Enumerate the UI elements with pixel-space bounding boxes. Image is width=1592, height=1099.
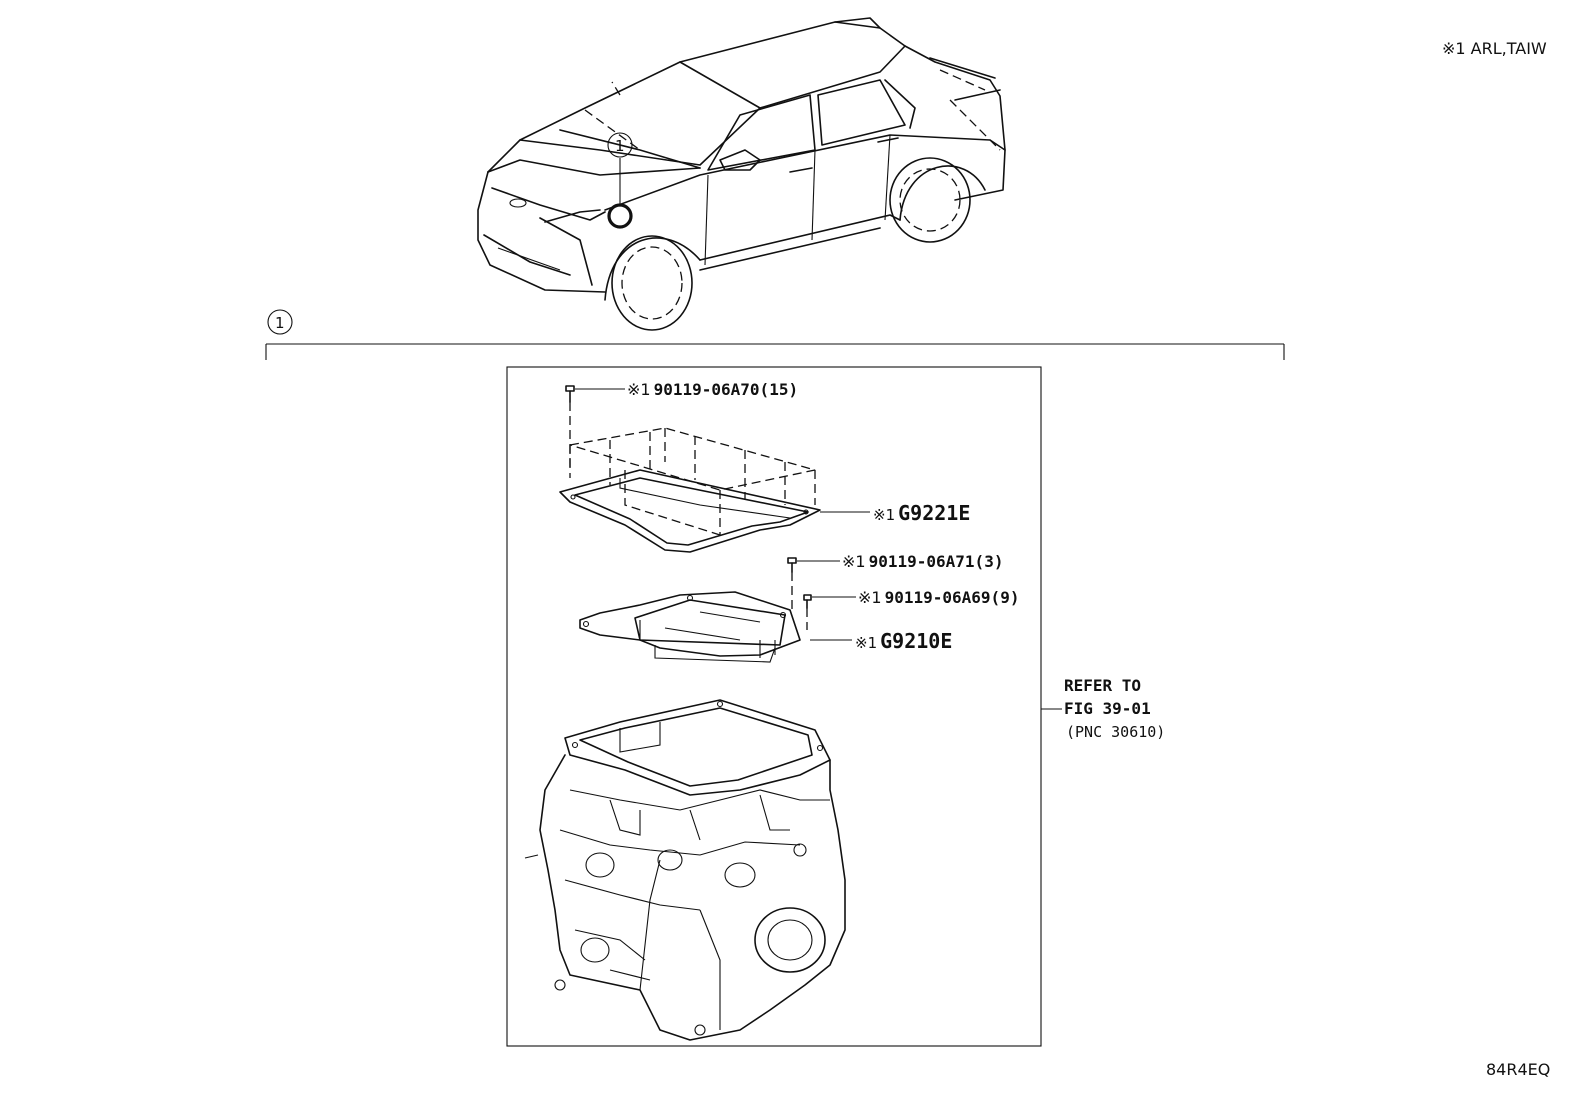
bolt-icon-top bbox=[565, 385, 625, 470]
group-bracket: 1 bbox=[265, 309, 1285, 360]
part-number: 90119-06A70(15) bbox=[654, 380, 799, 399]
part-mark: ※1 bbox=[627, 380, 651, 399]
market-note: ※1 ARL,TAIW bbox=[1442, 39, 1547, 58]
part-number: G9221E bbox=[898, 501, 970, 525]
part-mark: ※1 bbox=[842, 552, 866, 571]
reference-line-3: (PNC 30610) bbox=[1066, 723, 1165, 741]
vehicle-callout: 1 bbox=[607, 132, 633, 158]
part-number: 90119-06A69(9) bbox=[885, 588, 1020, 607]
component-frame bbox=[506, 366, 1042, 1047]
reference-note: REFER TO FIG 39-01 (PNC 30610) bbox=[1041, 676, 1165, 741]
plate-illustration bbox=[579, 591, 852, 663]
figure-code: 84R4EQ bbox=[1486, 1060, 1550, 1079]
reference-line-2: FIG 39-01 bbox=[1064, 699, 1151, 718]
cover-illustration bbox=[559, 427, 870, 553]
part-number: G9210E bbox=[880, 629, 952, 653]
part-mark: ※1 bbox=[873, 506, 895, 524]
bolt-icon-mid bbox=[787, 557, 840, 612]
group-callout-number: 1 bbox=[275, 314, 285, 332]
bolt-icon-small bbox=[803, 594, 856, 630]
location-marker bbox=[607, 203, 633, 229]
part-mark: ※1 bbox=[855, 634, 877, 652]
part-number: 90119-06A71(3) bbox=[869, 552, 1004, 571]
vehicle-callout-number: 1 bbox=[615, 137, 625, 155]
part-mark: ※1 bbox=[858, 588, 882, 607]
vehicle-illustration bbox=[477, 17, 1006, 331]
transaxle-housing-illustration bbox=[524, 699, 846, 1041]
reference-line-1: REFER TO bbox=[1064, 676, 1141, 695]
